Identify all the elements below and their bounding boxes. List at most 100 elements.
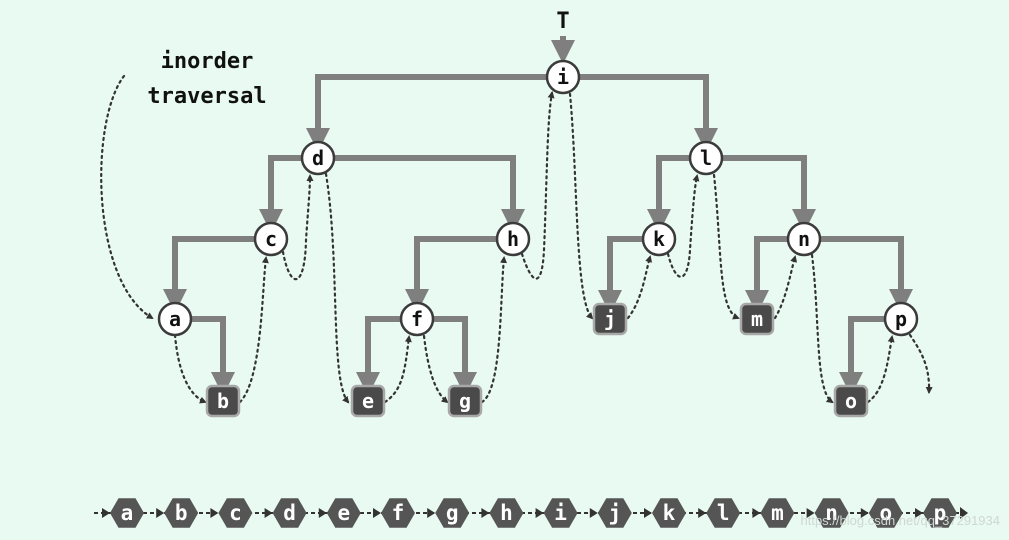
sequence-item-c: c bbox=[210, 498, 253, 528]
sequence-hexagon bbox=[164, 498, 199, 528]
node-a-label: a bbox=[169, 307, 181, 331]
node-k-label: k bbox=[653, 227, 665, 251]
sequence-item-f: f bbox=[373, 498, 415, 528]
leaf-m: m bbox=[739, 302, 775, 336]
traversal-m-n bbox=[773, 255, 798, 320]
edge-i-d bbox=[306, 74, 563, 152]
node-f: f bbox=[399, 301, 435, 337]
leaf-b-label: b bbox=[217, 389, 229, 413]
node-c: c bbox=[253, 221, 289, 257]
node-n: n bbox=[786, 221, 822, 257]
sequence-label: n bbox=[825, 501, 838, 525]
node-p-label: p bbox=[895, 307, 907, 331]
sequence-label: j bbox=[608, 501, 621, 525]
sequence-arrowhead bbox=[806, 508, 815, 518]
traversal-k-l bbox=[666, 174, 700, 278]
traversal-path bbox=[100, 74, 933, 404]
edge-d-h bbox=[318, 155, 525, 233]
sequence-item-p: p bbox=[915, 498, 957, 528]
node-l: l bbox=[688, 140, 724, 176]
sequence-arrowhead bbox=[210, 508, 219, 518]
leaf-g: g bbox=[447, 384, 483, 418]
traversal-l-m bbox=[712, 173, 740, 320]
sequence-hexagon bbox=[326, 498, 361, 528]
node-k: k bbox=[641, 221, 677, 257]
sequence-arrowhead bbox=[644, 508, 652, 518]
root-pointer-label: T bbox=[556, 9, 569, 34]
sequence-arrowhead bbox=[535, 508, 544, 518]
sequence-item-o: o bbox=[860, 498, 903, 528]
note-line-1: inorder bbox=[161, 49, 254, 74]
sequence-label: i bbox=[554, 501, 567, 525]
sequence-hexagon bbox=[814, 498, 849, 528]
sequence-item-b: b bbox=[156, 498, 199, 528]
sequence-label: g bbox=[446, 501, 459, 525]
sequence-label: m bbox=[771, 501, 784, 525]
sequence-arrowhead bbox=[752, 508, 761, 518]
sequence-item-m: m bbox=[752, 498, 795, 528]
internal-nodes: i d l c h k n a f p bbox=[157, 59, 919, 337]
traversal-end bbox=[908, 333, 933, 394]
sequence-label: f bbox=[392, 501, 405, 525]
traversal-j-k bbox=[626, 255, 653, 320]
leaf-nodes: b e g j m o bbox=[205, 302, 869, 418]
edge-h-f bbox=[405, 236, 513, 313]
sequence-item-d: d bbox=[264, 498, 307, 528]
edge-i-l bbox=[563, 74, 718, 152]
leaf-j: j bbox=[592, 302, 628, 336]
note-line-2: traversal bbox=[147, 84, 266, 109]
sequence-label: a bbox=[121, 501, 134, 525]
node-i-label: i bbox=[557, 65, 569, 89]
node-d-label: d bbox=[312, 146, 324, 170]
edge-c-a bbox=[163, 236, 271, 313]
watermark: https://blog.csdn.net/qq_37291934 bbox=[801, 513, 1001, 528]
sequence-hexagon bbox=[218, 498, 253, 528]
sequence-arrowhead bbox=[481, 508, 490, 518]
node-l-label: l bbox=[700, 146, 712, 170]
sequence-arrowhead bbox=[915, 508, 923, 518]
sequence-label: h bbox=[500, 501, 513, 525]
leaf-e: e bbox=[350, 384, 386, 418]
node-h: h bbox=[495, 221, 531, 257]
leaf-b: b bbox=[205, 384, 241, 418]
leaf-j-label: j bbox=[604, 307, 616, 331]
sequence-hexagon bbox=[435, 498, 470, 528]
sequence-item-e: e bbox=[318, 498, 361, 528]
leaf-o-label: o bbox=[845, 389, 857, 413]
traversal-c-d bbox=[281, 174, 314, 281]
leaf-m-label: m bbox=[751, 307, 763, 331]
sequence-hexagon bbox=[381, 498, 415, 528]
node-f-label: f bbox=[411, 307, 423, 331]
traversal-g-h bbox=[480, 256, 508, 404]
sequence-arrowhead bbox=[698, 508, 707, 518]
sequence-label: o bbox=[879, 501, 892, 525]
sequence-item-g: g bbox=[427, 498, 470, 528]
sequence-hexagon bbox=[110, 498, 144, 528]
traversal-e-f bbox=[383, 335, 412, 404]
traversal-b-c bbox=[238, 256, 269, 404]
node-h-label: h bbox=[507, 227, 519, 251]
sequence-hexagon bbox=[706, 498, 741, 528]
traversal-h-i bbox=[520, 91, 555, 280]
sequence-hexagon bbox=[868, 498, 903, 528]
sequence-hexagon bbox=[760, 498, 795, 528]
traversal-o-p bbox=[866, 335, 895, 404]
sequence-hexagon bbox=[272, 498, 307, 528]
node-n-label: n bbox=[798, 227, 810, 251]
sequence-arrowhead bbox=[318, 508, 327, 518]
leaf-e-label: e bbox=[362, 389, 374, 413]
sequence-item-n: n bbox=[806, 498, 849, 528]
sequence-label: b bbox=[175, 501, 188, 525]
traversal-a-b bbox=[173, 333, 207, 404]
sequence-arrowhead bbox=[373, 508, 381, 518]
leaf-g-label: g bbox=[459, 389, 471, 413]
sequence-label: e bbox=[337, 501, 350, 525]
sequence-arrowhead bbox=[860, 508, 869, 518]
sequence-label: d bbox=[283, 501, 296, 525]
node-a: a bbox=[157, 301, 193, 337]
sequence-hexagon bbox=[543, 498, 578, 528]
sequence-hexagon bbox=[597, 498, 632, 528]
